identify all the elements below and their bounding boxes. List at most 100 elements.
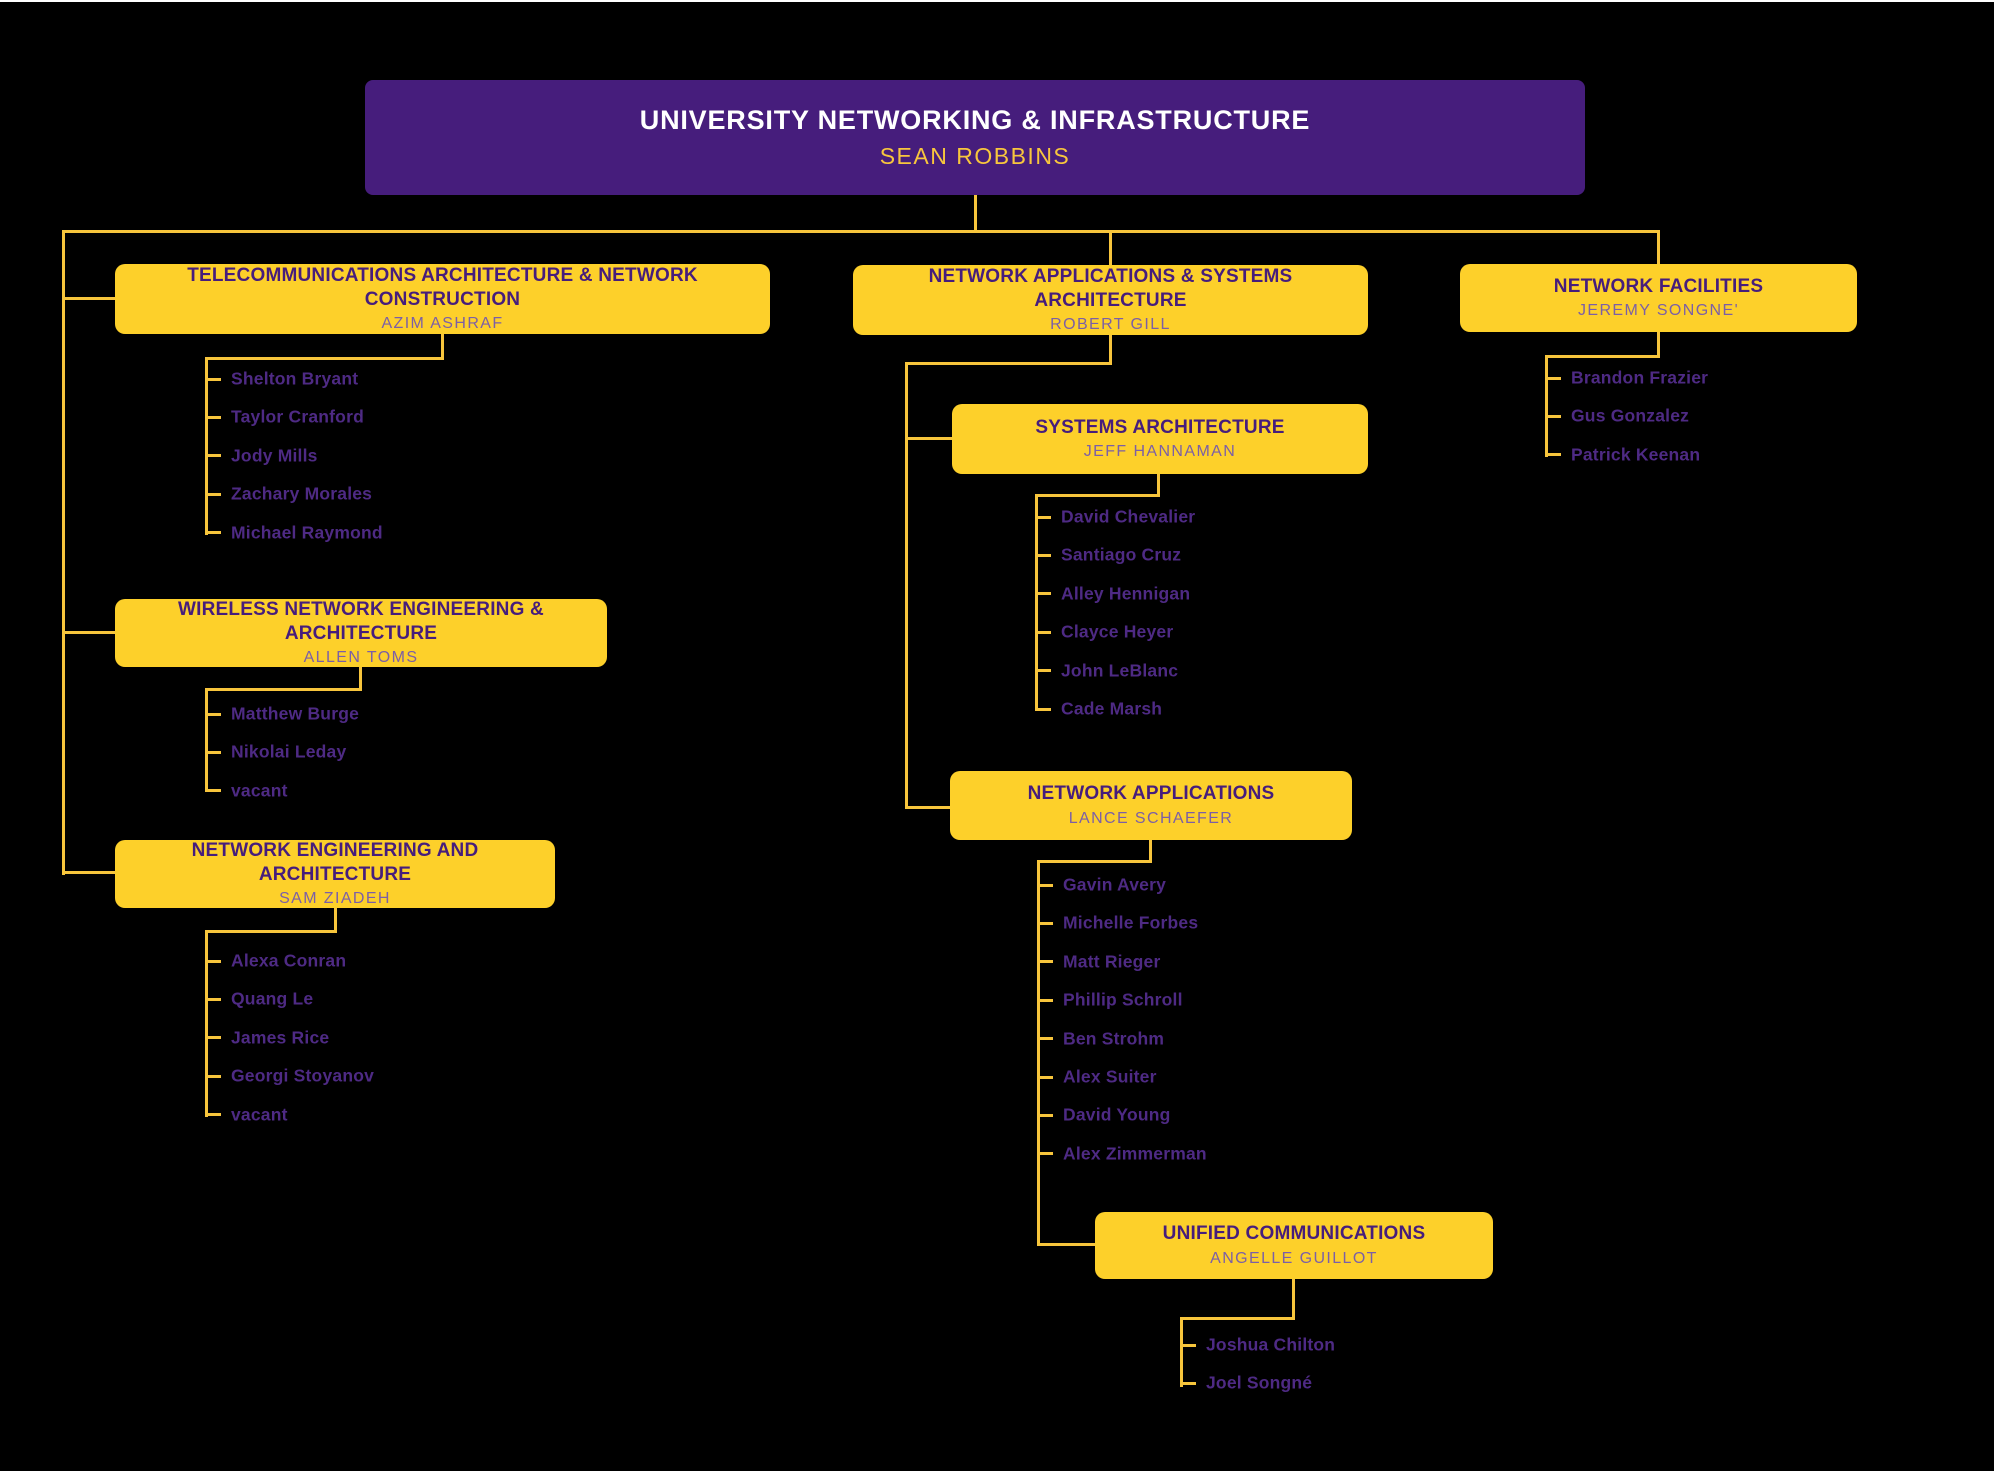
member-name: James Rice (231, 1027, 330, 1048)
connector-line (205, 357, 444, 360)
connector-line (1035, 494, 1038, 711)
connector-tick (1545, 376, 1561, 380)
connector-tick (205, 789, 221, 793)
connector-tick (1037, 1075, 1053, 1079)
connector-tick (205, 492, 221, 496)
connector-line (205, 688, 208, 792)
member-name: Quang Le (231, 988, 314, 1009)
connector-tick (205, 750, 221, 754)
member-name: Santiago Cruz (1061, 544, 1182, 565)
member-name: Georgi Stoyanov (231, 1065, 375, 1086)
connector-line (1035, 494, 1160, 497)
group-leader: JEFF HANNAMAN (1083, 443, 1237, 461)
connector-line (1180, 1317, 1295, 1320)
member-name: Joshua Chilton (1206, 1334, 1336, 1355)
connector-tick (205, 415, 221, 419)
member-name: Joel Songné (1206, 1372, 1313, 1393)
connector-tick (1545, 414, 1561, 418)
group-title: NETWORK APPLICATIONS (1027, 783, 1275, 805)
group-title: NETWORK FACILITIES (1553, 275, 1764, 297)
member-name: Gus Gonzalez (1571, 405, 1690, 426)
group-leader: SAM ZIADEH (279, 890, 391, 908)
connector-line (1657, 332, 1660, 357)
connector-tick (1035, 630, 1051, 634)
connector-tick (1037, 1113, 1053, 1117)
group-box-network-engineering: NETWORK ENGINEERING AND ARCHITECTURE SAM… (115, 840, 555, 908)
connector-line (205, 930, 337, 933)
connector-line (334, 907, 337, 933)
member-name: Patrick Keenan (1571, 444, 1701, 465)
connector-line (205, 688, 362, 691)
connector-line (62, 230, 65, 875)
group-title: NETWORK ENGINEERING AND ARCHITECTURE (191, 839, 479, 885)
member-name: Jody Mills (231, 445, 318, 466)
connector-tick (1035, 669, 1051, 673)
connector-line (1109, 335, 1112, 364)
connector-line (62, 871, 116, 874)
connector-tick (1037, 998, 1053, 1002)
connector-line (1157, 474, 1160, 496)
group-title: SYSTEMS ARCHITECTURE (1035, 416, 1285, 438)
member-name: Michelle Forbes (1063, 912, 1199, 933)
connector-tick (1037, 1037, 1053, 1041)
group-box-network-applications: NETWORK APPLICATIONS LANCE SCHAEFER (950, 771, 1352, 840)
connector-line (1180, 1317, 1183, 1387)
connector-line (205, 930, 208, 1117)
connector-tick (205, 377, 221, 381)
connector-line (441, 334, 444, 360)
connector-tick (205, 1074, 221, 1078)
member-name: Matt Rieger (1063, 951, 1161, 972)
connector-tick (1037, 1152, 1053, 1156)
group-title: NETWORK APPLICATIONS & SYSTEMS ARCHITECT… (928, 265, 1293, 311)
root-title: UNIVERSITY NETWORKING & INFRASTRUCTURE (639, 105, 1311, 136)
connector-line (974, 195, 977, 233)
connector-tick (1180, 1343, 1196, 1347)
connector-tick (1037, 921, 1053, 925)
connector-tick (1035, 707, 1051, 711)
group-box-network-apps-systems: NETWORK APPLICATIONS & SYSTEMS ARCHITECT… (853, 265, 1368, 335)
member-name: vacant (231, 1104, 288, 1125)
connector-line (359, 667, 362, 691)
connector-line (62, 230, 1660, 233)
connector-tick (205, 454, 221, 458)
member-name: Clayce Heyer (1061, 621, 1174, 642)
member-name: Matthew Burge (231, 703, 360, 724)
member-name: Alley Hennigan (1061, 583, 1191, 604)
connector-tick (1180, 1381, 1196, 1385)
group-leader: ANGELLE GUILLOT (1210, 1249, 1378, 1267)
connector-tick (205, 531, 221, 535)
connector-line (1037, 860, 1040, 1246)
connector-tick (205, 712, 221, 716)
connector-line (905, 362, 1112, 365)
member-name: Brandon Frazier (1571, 367, 1709, 388)
group-leader: ALLEN TOMS (303, 649, 419, 667)
connector-tick (1035, 515, 1051, 519)
group-leader: LANCE SCHAEFER (1068, 809, 1234, 827)
root-box: UNIVERSITY NETWORKING & INFRASTRUCTURE S… (365, 80, 1585, 195)
connector-line (1545, 355, 1548, 457)
connector-line (1545, 355, 1660, 358)
group-title: TELECOMMUNICATIONS ARCHITECTURE & NETWOR… (187, 264, 698, 310)
group-title: UNIFIED COMMUNICATIONS (1162, 1223, 1426, 1245)
member-name: Michael Raymond (231, 522, 383, 543)
connector-line (905, 437, 952, 440)
member-name: Nikolai Leday (231, 741, 347, 762)
group-box-telecom: TELECOMMUNICATIONS ARCHITECTURE & NETWOR… (115, 264, 770, 334)
group-leader: ROBERT GILL (1050, 316, 1171, 334)
connector-line (62, 631, 116, 634)
group-box-network-facilities: NETWORK FACILITIES JEREMY SONGNE' (1460, 264, 1857, 332)
connector-line (1657, 230, 1660, 264)
connector-line (905, 806, 950, 809)
member-name: Ben Strohm (1063, 1028, 1165, 1049)
connector-line (205, 357, 208, 535)
connector-tick (1037, 883, 1053, 887)
connector-line (1037, 860, 1152, 863)
member-name: Gavin Avery (1063, 874, 1167, 895)
group-box-unified-communications: UNIFIED COMMUNICATIONS ANGELLE GUILLOT (1095, 1212, 1493, 1279)
member-name: David Chevalier (1061, 506, 1196, 527)
member-name: John LeBlanc (1061, 660, 1179, 681)
connector-line (1292, 1279, 1295, 1319)
member-name: Alex Suiter (1063, 1066, 1157, 1087)
connector-line (1037, 1243, 1095, 1246)
